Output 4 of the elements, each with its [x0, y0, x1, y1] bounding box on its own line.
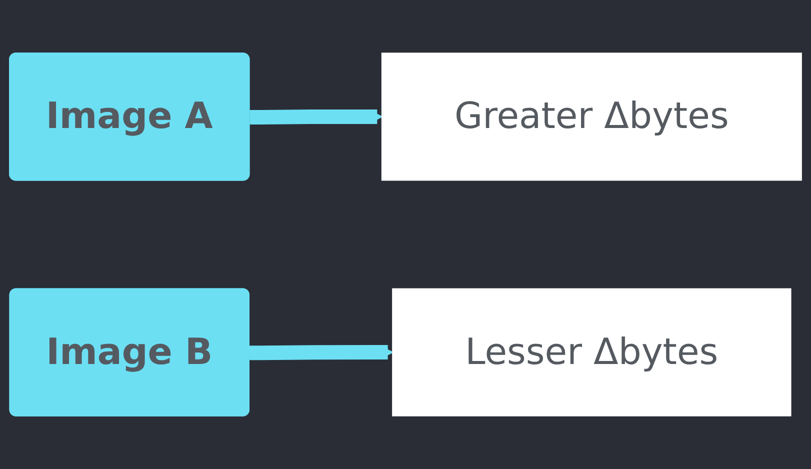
- arrow: [249, 345, 394, 360]
- node-box: Greater Δbytes: [381, 52, 802, 181]
- node-box: Lesser Δbytes: [392, 288, 792, 416]
- arrow: [250, 109, 382, 125]
